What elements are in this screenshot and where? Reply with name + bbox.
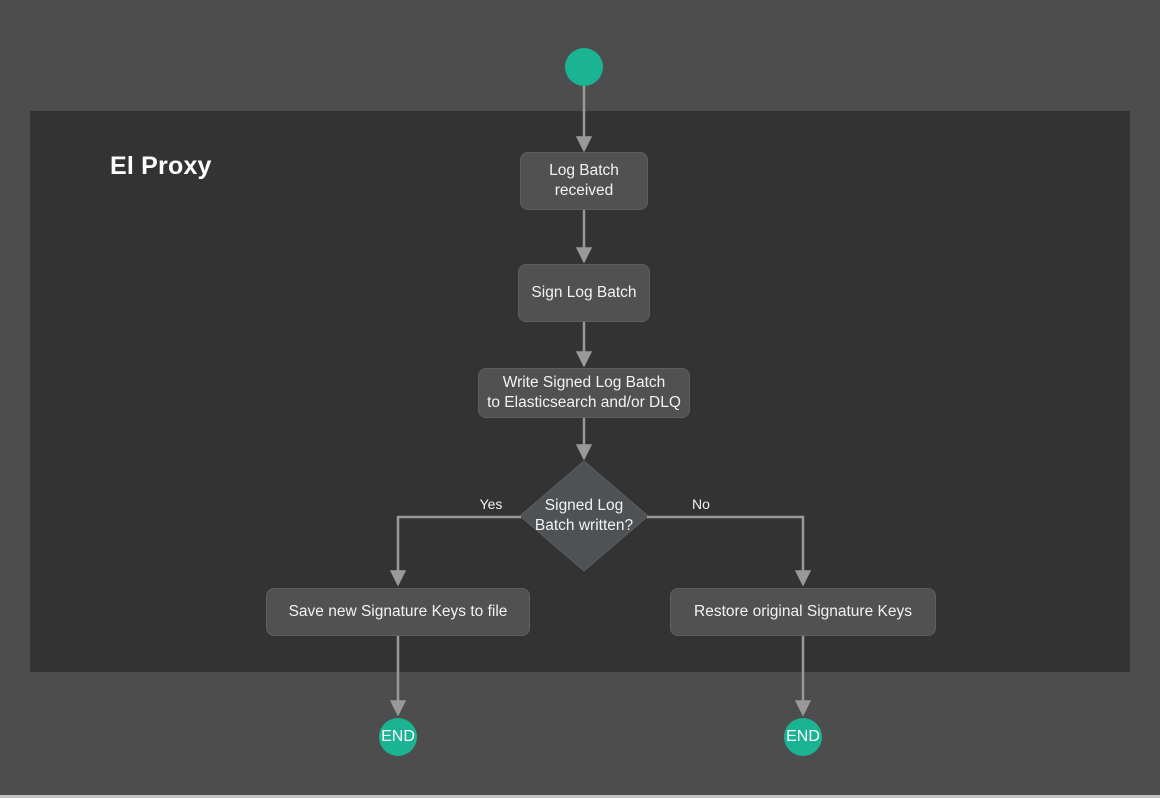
subgraph-title: El Proxy [110, 152, 212, 180]
node-sign-log-batch-label: Sign Log Batch [531, 283, 637, 301]
node-restore-original-signature-keys-label: Restore original Signature Keys [694, 602, 912, 620]
node-save-new-signature-keys-label: Save new Signature Keys to file [288, 602, 508, 620]
edge-label-yes: Yes [479, 496, 503, 512]
node-write-signed-log-batch-label: Write Signed Log Batch to Elasticsearch … [487, 373, 681, 411]
node-log-batch-received: Log Batch received [520, 152, 648, 210]
node-log-batch-received-label: Log Batch received [549, 161, 619, 199]
node-write-signed-log-batch: Write Signed Log Batch to Elasticsearch … [478, 368, 690, 418]
node-restore-original-signature-keys: Restore original Signature Keys [670, 588, 936, 636]
edge-label-no: No [692, 496, 710, 512]
node-save-new-signature-keys: Save new Signature Keys to file [266, 588, 530, 636]
end-node-left: END [379, 718, 417, 756]
decision-signed-log-batch-written: Signed Log Batch written? [534, 496, 634, 534]
node-sign-log-batch: Sign Log Batch [518, 264, 650, 322]
end-node-left-label: END [381, 728, 415, 745]
end-node-right-label: END [786, 728, 820, 745]
start-node [565, 48, 603, 86]
end-node-right: END [784, 718, 822, 756]
window-bottom-edge [0, 795, 1160, 798]
